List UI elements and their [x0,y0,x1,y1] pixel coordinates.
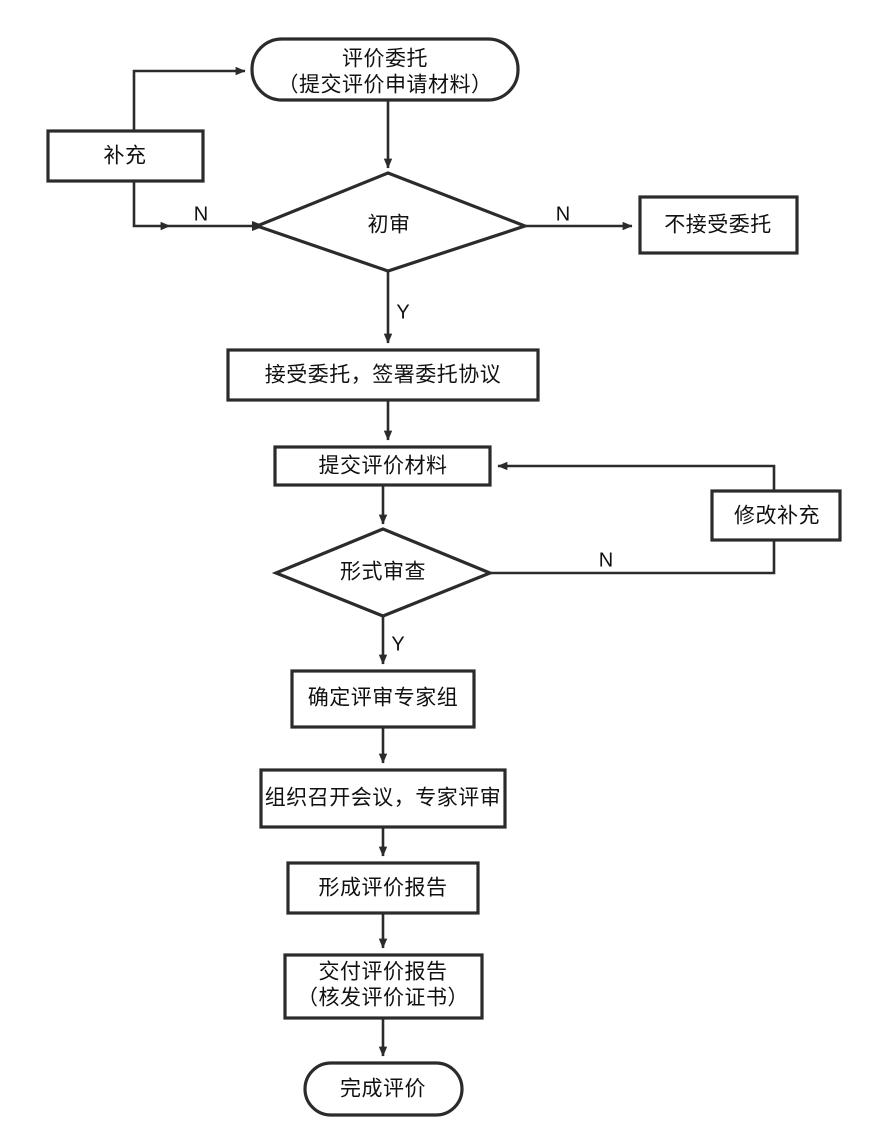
node-expert-group-shape [290,669,476,729]
edge-label-formal-no: N [599,549,613,571]
node-preliminary-review-label: 初审 [368,214,411,237]
node-start-shape [250,37,520,102]
node-supplement-shape [46,129,205,183]
node-start-line2: （提交评价申请材料） [278,74,493,97]
node-revise-supplement-label: 修改补充 [734,505,820,528]
node-start[interactable]: 评价委托 （提交评价申请材料） [250,37,520,102]
node-meeting-label: 组织召开会议，专家评审 [265,787,502,810]
edge-label-preliminary-no-left: N [194,203,208,225]
node-formal-review-shape [271,527,495,618]
node-accept-shape [226,348,540,402]
node-meeting-shape [259,768,507,829]
node-revise-supplement-shape [710,489,842,542]
node-deliver-report-line2: （核发评价证书） [297,987,469,1010]
node-submit-materials-label: 提交评价材料 [319,455,448,478]
node-formal-review[interactable]: 形式审查 [271,527,495,618]
node-supplement[interactable]: 补充 [46,129,205,183]
node-reject[interactable]: 不接受委托 [638,195,799,255]
node-expert-group[interactable]: 确定评审专家组 [290,669,476,729]
node-submit-materials[interactable]: 提交评价材料 [273,445,492,487]
node-accept-label: 接受委托，签署委托协议 [265,364,502,387]
node-expert-group-label: 确定评审专家组 [308,687,459,710]
node-supplement-label: 补充 [104,145,147,168]
node-meeting[interactable]: 组织召开会议，专家评审 [259,768,507,829]
node-form-report-label: 形成评价报告 [319,877,448,900]
edge-label-preliminary-no-right: N [556,203,570,225]
edge-label-formal-yes: Y [391,633,404,655]
node-accept[interactable]: 接受委托，签署委托协议 [226,348,540,402]
node-deliver-report-line1: 交付评价报告 [319,961,448,984]
node-deliver-report[interactable]: 交付评价报告 （核发评价证书） [283,953,484,1020]
edge-label-preliminary-yes: Y [396,301,409,323]
node-preliminary-review[interactable]: 初审 [252,171,530,273]
node-form-report-shape [286,861,480,915]
node-finish-label: 完成评价 [340,1078,426,1101]
node-finish[interactable]: 完成评价 [303,1061,464,1117]
node-submit-materials-shape [273,445,492,487]
node-finish-shape [303,1061,464,1117]
node-formal-review-label: 形式审查 [340,561,426,584]
node-reject-label: 不接受委托 [664,214,772,237]
node-revise-supplement[interactable]: 修改补充 [710,489,842,542]
node-reject-shape [638,195,799,255]
node-deliver-report-shape [283,953,484,1020]
node-form-report[interactable]: 形成评价报告 [286,861,480,915]
node-start-line1: 评价委托 [342,48,428,71]
node-preliminary-review-shape [252,171,530,273]
